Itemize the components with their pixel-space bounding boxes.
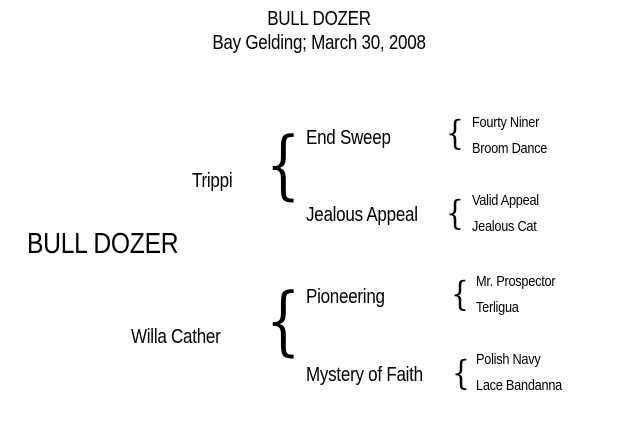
horse-name: BULL DOZER (27, 228, 179, 260)
brace-icon: { (452, 353, 470, 393)
dam-sire-dam: Terligua (476, 299, 519, 316)
dam-sire-sire: Mr. Prospector (476, 273, 556, 290)
sire-dam-name: Jealous Appeal (306, 204, 418, 226)
dam-dam-sire: Polish Navy (476, 351, 541, 368)
brace-icon: { (266, 121, 301, 210)
dam-dam-name: Mystery of Faith (306, 364, 423, 386)
sire-dam-dam: Jealous Cat (472, 218, 537, 235)
header-name: BULL DOZER (267, 8, 371, 30)
sire-sire-dam: Broom Dance (472, 140, 548, 157)
brace-icon: { (446, 193, 464, 233)
sire-name: Trippi (192, 170, 233, 192)
brace-icon: { (266, 277, 301, 366)
sire-sire-name: End Sweep (306, 127, 391, 149)
brace-icon: { (451, 274, 469, 314)
dam-dam-dam: Lace Bandanna (476, 377, 563, 394)
dam-name: Willa Cather (131, 326, 221, 348)
dam-sire-name: Pioneering (306, 286, 385, 308)
brace-icon: { (446, 113, 464, 153)
sire-sire-sire: Fourty Niner (472, 114, 540, 131)
header-subtitle: Bay Gelding; March 30, 2008 (212, 32, 426, 54)
sire-dam-sire: Valid Appeal (472, 192, 539, 209)
